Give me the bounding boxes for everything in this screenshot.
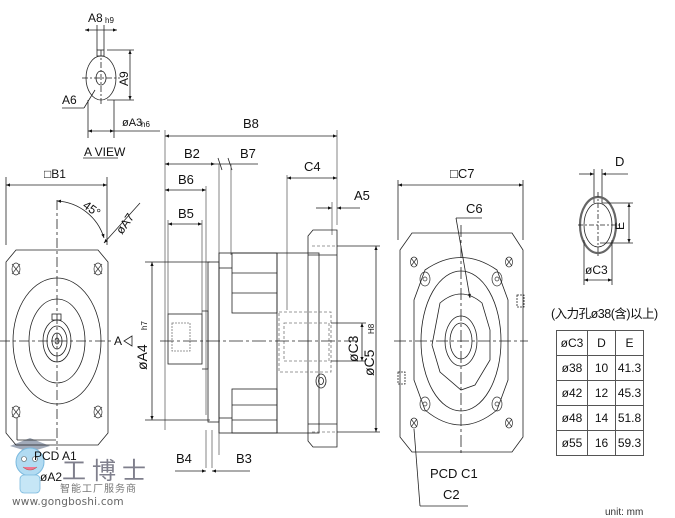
table-cell: ø42 xyxy=(556,380,588,406)
a3-tolerance: h6 xyxy=(141,120,150,129)
b1-label: □B1 xyxy=(44,167,66,181)
a3-label: øA3 xyxy=(122,117,142,129)
a4-label: øA4 xyxy=(134,344,150,370)
c5-label: øC5 xyxy=(361,349,377,376)
table-cell: ø55 xyxy=(556,430,588,456)
rear-view xyxy=(394,180,528,507)
table-cell: 16 xyxy=(587,430,616,456)
c2-label: C2 xyxy=(443,487,460,502)
side-view xyxy=(145,130,380,473)
bore-c3-label: øC3 xyxy=(585,263,608,277)
c6-label: C6 xyxy=(466,201,483,216)
watermark-url: www.gongboshi.com xyxy=(12,496,124,508)
watermark-mascot-icon xyxy=(10,438,50,494)
pcd-a1-label: PCD A1 xyxy=(34,449,77,463)
a4-tolerance: h7 xyxy=(140,321,149,330)
bore-table-note: (入力孔ø38(含)以上) xyxy=(551,307,658,321)
table-header-cell: øC3 xyxy=(556,330,588,356)
table-header-cell: D xyxy=(587,330,616,356)
bore-table: øC3 D E ø38 10 41.3 ø42 12 45.3 ø48 14 5… xyxy=(556,330,644,456)
a6-label: A6 xyxy=(62,93,77,107)
c5-tolerance: H8 xyxy=(367,323,376,334)
a5-label: A5 xyxy=(354,188,370,203)
b6-label: B6 xyxy=(178,172,194,187)
bore-detail xyxy=(578,169,633,285)
section-mark-label: A xyxy=(114,334,122,348)
table-cell: 14 xyxy=(587,405,616,431)
a-view xyxy=(62,25,160,159)
pcd-c1-label: PCD C1 xyxy=(430,466,478,481)
table-cell: ø48 xyxy=(556,405,588,431)
table-row: ø42 12 45.3 xyxy=(556,380,644,406)
table-cell: 59.3 xyxy=(615,430,644,456)
a7-label: øA7 xyxy=(113,210,137,236)
unit-label: unit: mm xyxy=(605,507,644,518)
table-header-row: øC3 D E xyxy=(556,330,644,356)
table-cell: 41.3 xyxy=(615,355,644,381)
table-cell: ø38 xyxy=(556,355,588,381)
table-cell: 12 xyxy=(587,380,616,406)
table-cell: 10 xyxy=(587,355,616,381)
a8-tolerance: h9 xyxy=(105,16,114,25)
watermark-brand: 工博士 xyxy=(62,457,152,485)
front-view xyxy=(0,177,141,450)
a-view-title: A VIEW xyxy=(84,145,126,159)
watermark-tagline: 智能工厂服务商 xyxy=(60,484,137,495)
table-row: ø55 16 59.3 xyxy=(556,430,644,456)
b8-label: B8 xyxy=(243,116,259,131)
b7-label: B7 xyxy=(240,146,256,161)
b2-label: B2 xyxy=(184,146,200,161)
table-row: ø48 14 51.8 xyxy=(556,405,644,431)
b5-label: B5 xyxy=(178,206,194,221)
table-header-cell: E xyxy=(615,330,644,356)
b3-label: B3 xyxy=(236,451,252,466)
angle-label: 45° xyxy=(80,198,103,220)
c3-label: øC3 xyxy=(345,335,361,362)
table-cell: 51.8 xyxy=(615,405,644,431)
a2-label: øA2 xyxy=(40,470,62,484)
b4-label: B4 xyxy=(176,451,192,466)
c7-label: □C7 xyxy=(450,166,474,181)
c4-label: C4 xyxy=(304,159,321,174)
a9-label: A9 xyxy=(117,71,131,86)
a8-label: A8 xyxy=(88,11,103,25)
table-cell: 45.3 xyxy=(615,380,644,406)
e-label: E xyxy=(613,222,627,230)
d-label: D xyxy=(615,154,624,169)
table-row: ø38 10 41.3 xyxy=(556,355,644,381)
